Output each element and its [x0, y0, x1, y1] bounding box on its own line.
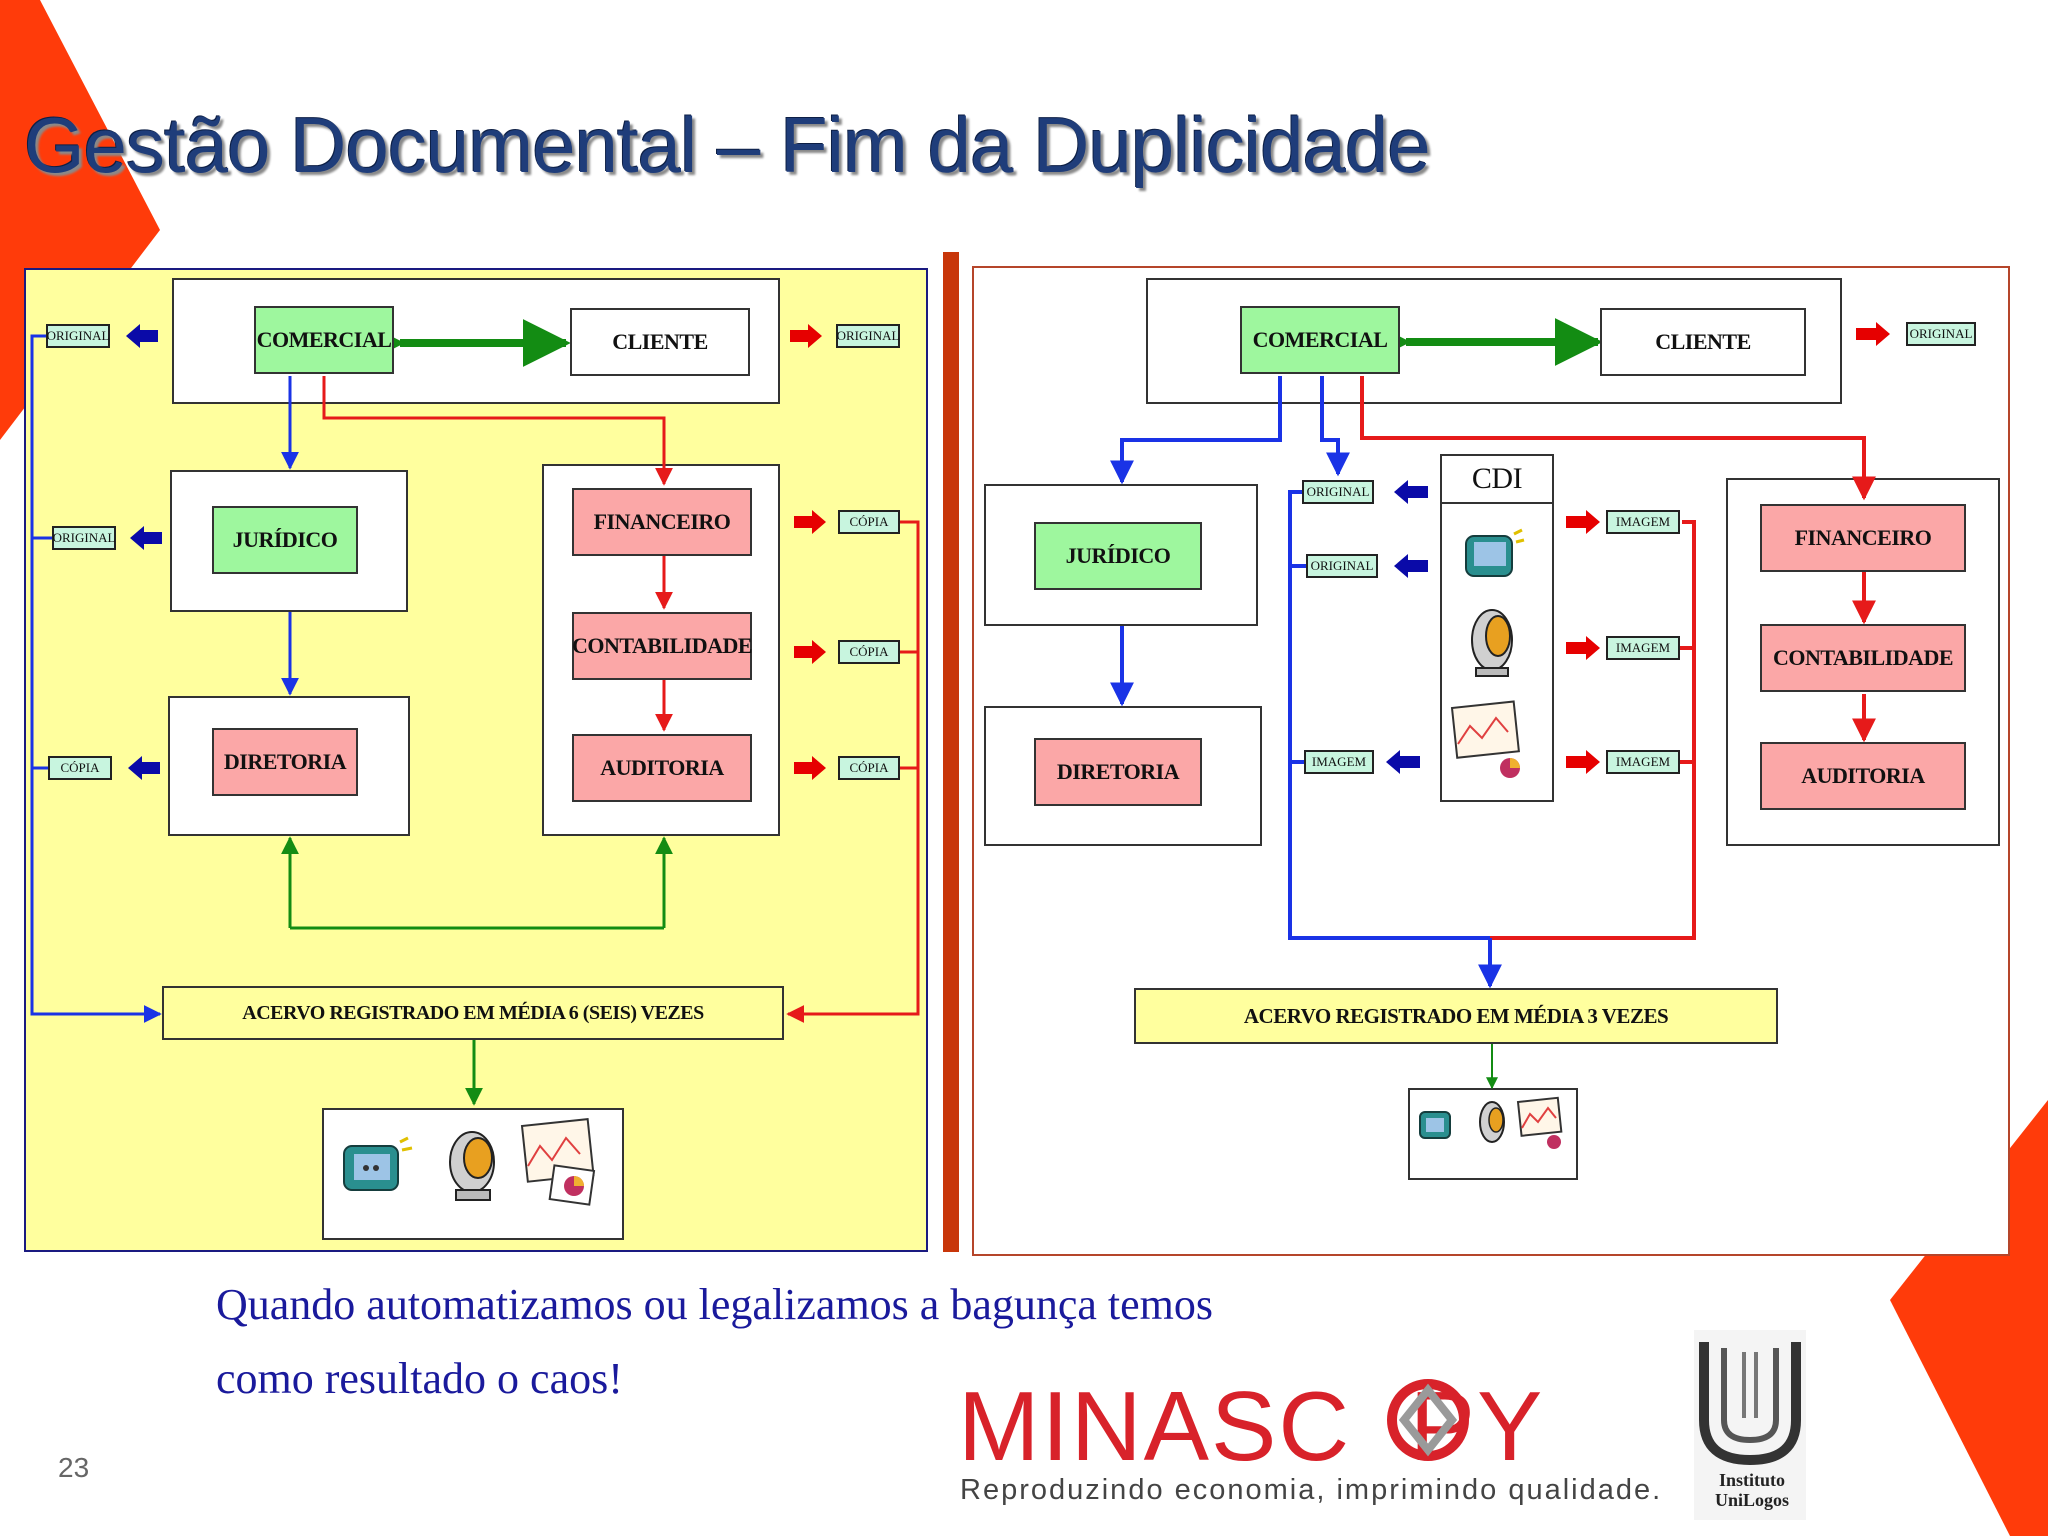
right-comercial-box: COMERCIAL	[1240, 306, 1400, 374]
cdi-computer-icon	[1471, 609, 1513, 677]
right-juridico-box: JURÍDICO	[1034, 522, 1202, 590]
right-red-collector-line	[1490, 520, 1696, 940]
left-red-block-arrow-2	[794, 510, 826, 534]
right-cliente-box: CLIENTE	[1600, 308, 1806, 376]
left-tag-original-3: ORIGINAL	[836, 324, 900, 348]
small-computer-icon	[1479, 1101, 1505, 1143]
left-blue-block-arrow-1	[126, 324, 158, 348]
left-tag-copia-2: CÓPIA	[838, 510, 900, 534]
left-tag-original-2: ORIGINAL	[52, 526, 116, 550]
unilogos-line-2: UniLogos	[1714, 1490, 1790, 1510]
right-arrow-to-juridico	[1110, 376, 1282, 485]
cdi-chart-icon	[1450, 700, 1520, 778]
left-tag-copia-4: CÓPIA	[838, 756, 900, 780]
left-tag-copia-3: CÓPIA	[838, 640, 900, 664]
small-scanner-icon	[1419, 1111, 1451, 1139]
right-red-block-arrow-3	[1566, 636, 1600, 660]
slide-title: Gestão Documental – Fim da Duplicidade	[24, 101, 1431, 189]
right-blue-collector-line	[1288, 490, 1490, 940]
scanner-icon	[343, 1136, 413, 1191]
page-number: 23	[58, 1452, 90, 1483]
panel-divider	[943, 252, 959, 1252]
left-red-block-arrow-1	[790, 324, 822, 348]
right-tag-imagem-2: IMAGEM	[1606, 510, 1680, 534]
caption-line-2: como resultado o caos!	[216, 1354, 623, 1403]
right-acervo-box: ACERVO REGISTRADO EM MÉDIA 3 VEZES	[1134, 988, 1778, 1044]
right-blue-block-arrow-2	[1394, 554, 1428, 578]
left-juridico-box: JURÍDICO	[212, 506, 358, 574]
left-contabilidade-box: CONTABILIDADE	[572, 612, 753, 680]
left-comercial-box: COMERCIAL	[254, 306, 394, 374]
left-auditoria-box: AUDITORIA	[572, 734, 752, 802]
right-arrow-to-original	[1320, 376, 1350, 477]
left-arrow-to-financeiro	[322, 376, 673, 486]
left-financeiro-box: FINANCEIRO	[572, 488, 752, 556]
right-tag-imagem-3: IMAGEM	[1606, 636, 1680, 660]
left-red-block-arrow-3	[794, 640, 826, 664]
left-red-block-arrow-4	[794, 756, 826, 780]
small-chart-icon	[1516, 1096, 1563, 1149]
left-acervo-box: ACERVO REGISTRADO EM MÉDIA 6 (SEIS) VEZE…	[162, 986, 784, 1040]
right-tag-original-2: ORIGINAL	[1306, 554, 1378, 578]
right-auditoria-box: AUDITORIA	[1760, 742, 1966, 810]
chart-document-icon	[520, 1118, 596, 1206]
right-red-block-arrow-2	[1566, 510, 1600, 534]
left-original-to-acervo-arrow	[30, 334, 162, 1023]
slide-caption: Quando automatizamos ou legalizamos a ba…	[216, 1268, 1213, 1416]
left-cliente-box: CLIENTE	[570, 308, 750, 376]
unilogos-label: Instituto UniLogos	[1700, 1470, 1804, 1510]
caption-line-1: Quando automatizamos ou legalizamos a ba…	[216, 1280, 1214, 1329]
right-tag-original-3: ORIGINAL	[1906, 322, 1976, 346]
left-blue-block-arrow-3	[128, 756, 160, 780]
cdi-scanner-icon	[1465, 528, 1525, 577]
right-contabilidade-box: CONTABILIDADE	[1760, 624, 1966, 692]
left-tag-original-1: ORIGINAL	[46, 324, 110, 348]
computer-icon	[449, 1131, 495, 1201]
right-tag-imagem-4: IMAGEM	[1606, 750, 1680, 774]
right-financeiro-box: FINANCEIRO	[1760, 504, 1966, 572]
right-red-block-arrow-1	[1856, 322, 1890, 346]
right-blue-block-arrow-1	[1394, 480, 1428, 504]
right-tag-original-1: ORIGINAL	[1302, 480, 1374, 504]
unilogos-line-1: Instituto	[1718, 1470, 1785, 1490]
right-blue-block-arrow-3	[1386, 750, 1420, 774]
left-blue-block-arrow-2	[130, 526, 162, 550]
right-cdi-box: CDI	[1440, 454, 1554, 504]
right-tag-imagem-1: IMAGEM	[1304, 750, 1374, 774]
right-red-block-arrow-4	[1566, 750, 1600, 774]
left-diretoria-box: DIRETORIA	[212, 728, 358, 796]
right-diretoria-box: DIRETORIA	[1034, 738, 1202, 806]
right-arrow-to-financeiro	[1360, 376, 1876, 501]
minascopy-tagline: Reproduzindo economia, imprimindo qualid…	[960, 1474, 1663, 1506]
left-tag-copia-1: CÓPIA	[48, 756, 112, 780]
